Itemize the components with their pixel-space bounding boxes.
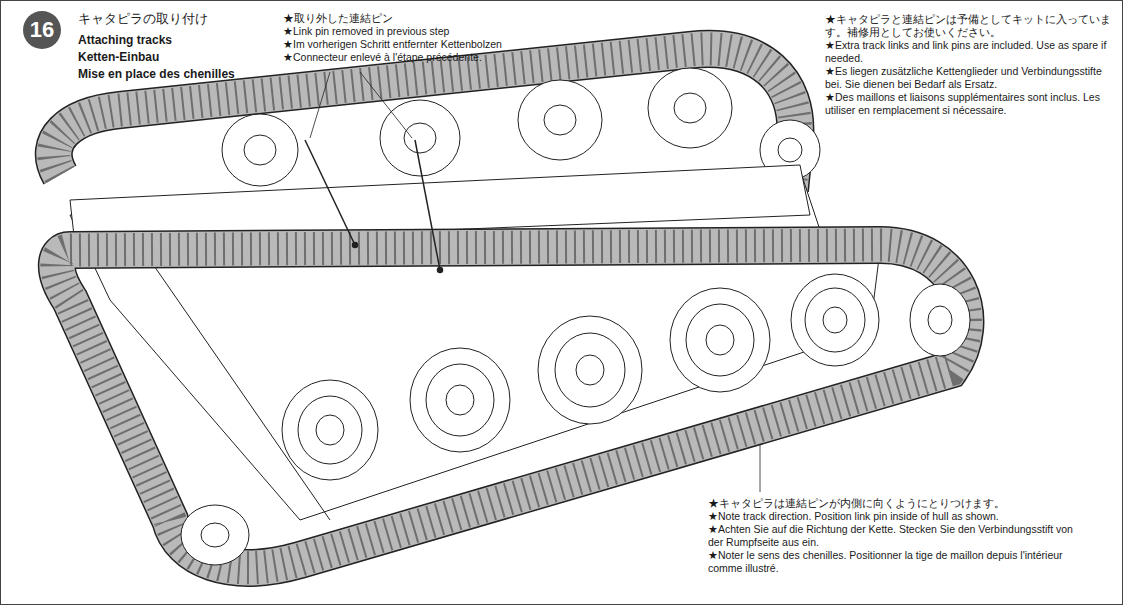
instruction-text: Mise en place des chenilles [78, 67, 278, 82]
instruction-text: ★Im vorherigen Schritt entfernter Ketten… [283, 38, 573, 51]
link-pins [305, 140, 443, 273]
instruction-text: キャタピラの取り付け [78, 11, 278, 27]
step-number-text: 16 [30, 17, 54, 43]
instruction-text: ★Extra track links and link pins are inc… [825, 39, 1115, 65]
instruction-text: ★Des maillons et liaisons supplémentaire… [825, 91, 1115, 117]
sprocket-idler [181, 284, 970, 565]
rear-track [54, 49, 796, 190]
instruction-text: ★Note track direction. Position link pin… [708, 510, 1083, 523]
instruction-text: ★キャタピラは連結ピンが内側に向くようにとりつけます。 [708, 497, 1083, 510]
instruction-text: ★キャタピラと連結ピンは予備としてキットに入っています。補修用としてお使いくださ… [825, 13, 1115, 39]
instruction-text: Attaching tracks [78, 33, 278, 48]
leader-lines [310, 72, 760, 492]
instruction-text: ★Es liegen zusätzliche Kettenglieder und… [825, 65, 1115, 91]
instruction-text: ★Connecteur enlevé à l'étape précédente. [283, 51, 573, 64]
instruction-text: ★Link pin removed in previous step [283, 25, 573, 38]
step-number: 16 [22, 10, 62, 50]
instruction-text: ★Achten Sie auf die Richtung der Kette. … [708, 523, 1083, 549]
instruction-text: ★Noter le sens des chenilles. Positionne… [708, 549, 1083, 575]
front-wheels [282, 274, 879, 480]
instruction-text: ★取り外した連結ピン [283, 12, 573, 25]
instruction-text: Ketten-Einbau [78, 50, 278, 65]
